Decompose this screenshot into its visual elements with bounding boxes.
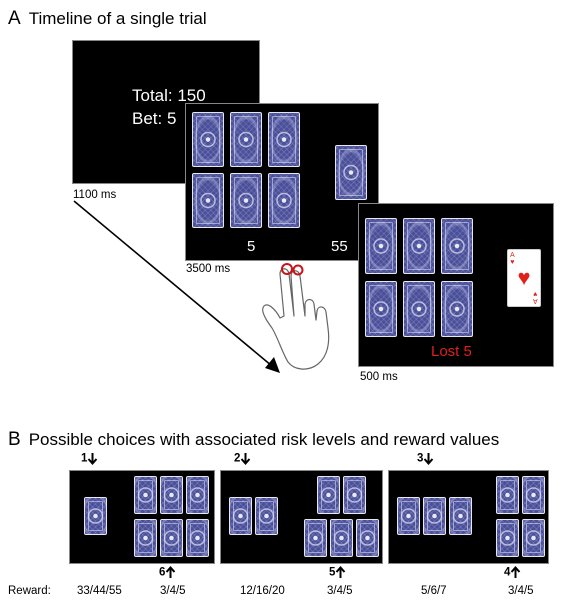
up-arrow-icon — [166, 566, 176, 578]
hand-press-icon — [262, 263, 330, 370]
card-back — [356, 519, 379, 557]
card-back — [343, 476, 366, 514]
card-back — [304, 519, 327, 557]
card-back — [84, 497, 107, 535]
choice-5-number: 5 — [329, 566, 336, 579]
choice-2-screen — [220, 470, 383, 564]
card-index-bottom: A♥ — [533, 290, 538, 304]
card-back — [268, 112, 300, 167]
screen3-duration: 500 ms — [360, 371, 398, 383]
card-back — [317, 476, 340, 514]
card-index-letter: A — [510, 252, 515, 259]
down-arrow-icon — [424, 453, 434, 465]
card-back — [423, 497, 446, 535]
card-back — [365, 218, 397, 274]
timeline-arrow-icon — [73, 200, 280, 373]
card-back-single — [335, 145, 367, 200]
card-back — [365, 281, 397, 337]
reward-choice-3: 5/6/7 — [421, 585, 447, 597]
choice-2-top-label: 2 — [234, 452, 251, 465]
card-back — [449, 497, 472, 535]
card-back — [441, 281, 473, 337]
card-back — [192, 112, 224, 167]
choice-3-screen — [388, 470, 549, 564]
screen-outcome: A♥ ♥ A♥ Lost 5 — [358, 203, 554, 367]
down-arrow-icon — [88, 453, 98, 465]
choice-1-top-label: 1 — [81, 452, 98, 465]
reward-choice-6: 3/4/5 — [160, 585, 186, 597]
card-back — [403, 218, 435, 274]
card-index-letter: A — [533, 297, 538, 304]
reward-label: Reward: — [8, 585, 51, 597]
choice-1-number: 1 — [81, 452, 88, 465]
card-back — [255, 497, 278, 535]
choice-1-bottom-label: 6 — [159, 566, 176, 579]
panel-b-letter: B — [8, 429, 21, 450]
card-back — [134, 519, 157, 557]
card-back — [160, 476, 183, 514]
card-back — [186, 476, 209, 514]
choice-6-number: 6 — [159, 566, 166, 579]
card-back — [403, 281, 435, 337]
card-back — [496, 476, 519, 514]
screen1-duration: 1100 ms — [73, 189, 117, 201]
card-back — [496, 519, 519, 557]
card-back — [229, 497, 252, 535]
panel-a-title: Timeline of a single trial — [28, 9, 207, 28]
choice-2-bottom-label: 5 — [329, 566, 346, 579]
total-text: Total: 150 — [132, 86, 206, 105]
screen2-duration: 3500 ms — [186, 263, 231, 275]
panel-a-heading: A Timeline of a single trial — [8, 8, 207, 30]
ace-of-hearts-card: A♥ ♥ A♥ — [507, 249, 541, 307]
right-number: 55 — [331, 238, 348, 255]
panel-a-letter: A — [8, 8, 21, 29]
card-back — [160, 519, 183, 557]
down-arrow-icon — [241, 453, 251, 465]
card-back — [134, 476, 157, 514]
panel-b-title: Possible choices with associated risk le… — [28, 430, 500, 449]
reward-choice-2: 12/16/20 — [240, 585, 285, 597]
reward-choice-4: 3/4/5 — [508, 585, 534, 597]
card-back — [230, 112, 262, 167]
up-arrow-icon — [336, 566, 346, 578]
outcome-text: Lost 5 — [431, 343, 472, 360]
card-back — [186, 519, 209, 557]
choice-1-screen — [69, 470, 215, 564]
card-back — [330, 519, 353, 557]
card-back — [230, 173, 262, 228]
choice-4-number: 4 — [504, 566, 511, 579]
card-back — [268, 173, 300, 228]
reward-choice-1: 33/44/55 — [77, 585, 122, 597]
card-back — [522, 476, 545, 514]
choice-2-number: 2 — [234, 452, 241, 465]
heart-suit-icon: ♥ — [517, 265, 531, 290]
bet-text: Bet: 5 — [132, 109, 177, 128]
card-index-top: A♥ — [510, 252, 515, 266]
reward-choice-5: 3/4/5 — [327, 585, 353, 597]
card-back — [522, 519, 545, 557]
up-arrow-icon — [511, 566, 521, 578]
screen-choice: 5 55 — [185, 103, 379, 261]
panel-b-heading: B Possible choices with associated risk l… — [8, 429, 499, 451]
card-back — [192, 173, 224, 228]
choice-3-bottom-label: 4 — [504, 566, 521, 579]
choice-3-top-label: 3 — [417, 452, 434, 465]
card-back — [441, 218, 473, 274]
choice-3-number: 3 — [417, 452, 424, 465]
card-back — [397, 497, 420, 535]
left-number: 5 — [247, 238, 256, 255]
